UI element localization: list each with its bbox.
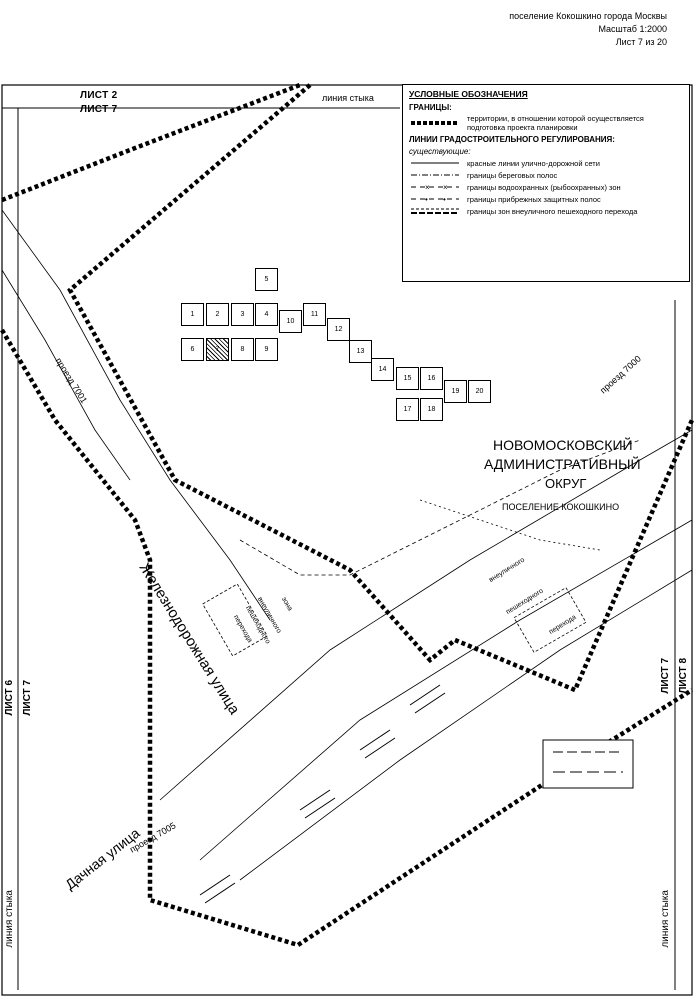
sheet-label-right-a: ЛИСТ 7 — [660, 658, 671, 694]
legend-text-red-lines: красные линии улично-дорожной сети — [467, 158, 600, 168]
sheet-header: поселение Кокошкино города Москвы Масшта… — [509, 10, 667, 49]
map-legend: УСЛОВНЫЕ ОБОЗНАЧЕНИЯ ГРАНИЦЫ: территории… — [402, 84, 690, 282]
red-lines — [1, 209, 693, 881]
grid-cell-1: 1 — [181, 303, 204, 326]
sheet-label-left-b: ЛИСТ 7 — [22, 680, 33, 716]
svg-text:×: × — [425, 183, 430, 192]
svg-text:•: • — [443, 195, 446, 204]
legend-row-shore: границы береговых полос — [409, 170, 683, 180]
legend-row-coastal: •• границы прибрежных защитных полос — [409, 194, 683, 204]
grid-cell-16: 16 — [420, 367, 443, 390]
legend-row-pedestrian: границы зон внеуличного пешеходного пере… — [409, 206, 683, 216]
grid-cell-20: 20 — [468, 380, 491, 403]
grid-cell-2: 2 — [206, 303, 229, 326]
svg-text:•: • — [425, 195, 428, 204]
grid-cell-6: 6 — [181, 338, 204, 361]
legend-text-shore: границы береговых полос — [467, 170, 558, 180]
grid-cell-7: 7 — [206, 338, 229, 361]
map-frame — [1, 84, 693, 996]
grid-cell-13: 13 — [349, 340, 372, 363]
legend-symbol-shore — [409, 170, 461, 180]
header-page: Лист 7 из 20 — [615, 37, 667, 47]
legend-existing: существующие: — [409, 147, 471, 156]
legend-row-red-lines: красные линии улично-дорожной сети — [409, 158, 683, 168]
legend-row-territory: территории, в отношении которой осуществ… — [409, 114, 683, 132]
sheet-label-right-b: ЛИСТ 8 — [678, 658, 689, 694]
grid-cell-9: 9 — [255, 338, 278, 361]
district-label-2: АДМИНИСТРАТИВНЫЙ — [484, 456, 641, 472]
legend-symbol-water: ×× — [409, 182, 461, 192]
grid-cell-4: 4 — [255, 303, 278, 326]
sheet-label-top-a: ЛИСТ 2 — [80, 90, 118, 101]
road-marks — [199, 684, 446, 904]
settlement-label: ПОСЕЛЕНИЕ КОКОШКИНО — [502, 502, 620, 512]
grid-cell-10: 10 — [279, 310, 302, 333]
seam-label-right: линия стыка — [660, 890, 671, 948]
grid-cell-15: 15 — [396, 367, 419, 390]
grid-cell-17: 17 — [396, 398, 419, 421]
legend-text-coastal: границы прибрежных защитных полос — [467, 194, 601, 204]
seam-label-top: линия стыка — [322, 93, 374, 103]
pedestrian-zones — [202, 583, 587, 657]
seam-label-left: линия стыка — [4, 890, 15, 948]
grid-cell-11: 11 — [303, 303, 326, 326]
legend-symbol-pedestrian — [409, 206, 461, 216]
legend-row-water: ×× границы водоохранных (рыбоохранных) з… — [409, 182, 683, 192]
grid-cell-18: 18 — [420, 398, 443, 421]
header-scale: Масштаб 1:2000 — [598, 24, 667, 34]
grid-cell-5: 5 — [255, 268, 278, 291]
district-label-1: НОВОМОСКОВСКИЙ — [493, 437, 633, 453]
legend-text-water: границы водоохранных (рыбоохранных) зон — [467, 182, 621, 192]
legend-symbol-solid — [409, 158, 461, 168]
legend-text-territory: территории, в отношении которой осуществ… — [467, 114, 644, 132]
header-settlement: поселение Кокошкино города Москвы — [509, 11, 667, 21]
sheet-label-left-a: ЛИСТ 6 — [4, 680, 15, 716]
project-boundary — [0, 82, 695, 948]
legend-symbol-territory — [409, 118, 461, 128]
district-label-3: ОКРУГ — [545, 476, 587, 491]
grid-cell-3: 3 — [231, 303, 254, 326]
grid-cell-12: 12 — [327, 318, 350, 341]
svg-text:×: × — [443, 183, 448, 192]
legend-lines-heading: ЛИНИИ ГРАДОСТРОИТЕЛЬНОГО РЕГУЛИРОВАНИЯ: — [409, 135, 615, 144]
grid-cell-19: 19 — [444, 380, 467, 403]
grid-cell-8: 8 — [231, 338, 254, 361]
mini-legend-box — [542, 739, 634, 789]
legend-text-pedestrian: границы зон внеуличного пешеходного пере… — [467, 206, 638, 216]
legend-borders-heading: ГРАНИЦЫ: — [409, 103, 452, 112]
grid-cell-14: 14 — [371, 358, 394, 381]
legend-title: УСЛОВНЫЕ ОБОЗНАЧЕНИЯ — [409, 89, 528, 99]
sheet-label-top-b: ЛИСТ 7 — [80, 104, 118, 115]
legend-symbol-coastal: •• — [409, 194, 461, 204]
